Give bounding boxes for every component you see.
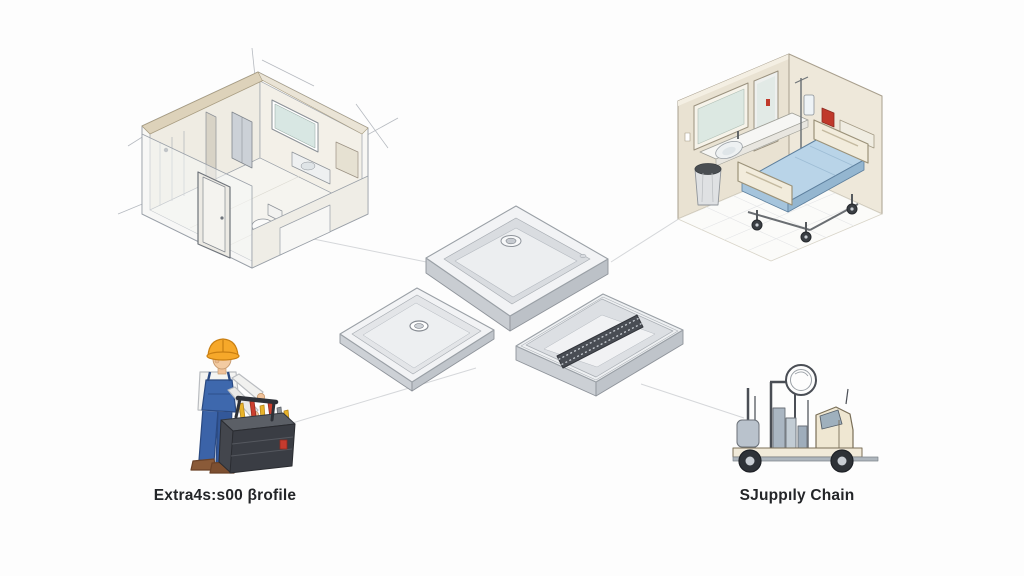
truck-cargo-slab-2 <box>785 417 797 451</box>
truck-undercarriage <box>732 456 879 462</box>
shower-tray-linear-drain-illustration <box>515 293 684 397</box>
shower-tray-flat-illustration <box>339 287 495 392</box>
truck-dial-inner <box>790 369 812 391</box>
trash-can-opening <box>694 163 722 175</box>
truck-cab-window <box>819 409 843 430</box>
mirror-glass <box>697 88 745 145</box>
red-dispenser-small <box>766 99 770 106</box>
truck-cargo-slab-3 <box>797 425 808 451</box>
sink-drain <box>722 146 736 156</box>
worker-overalls-bib <box>201 379 237 413</box>
pod-cabinet <box>335 141 359 179</box>
tray2-drain-hole <box>414 323 424 329</box>
light-switch <box>684 132 691 142</box>
tray1-drain-hole <box>505 237 517 245</box>
toolbox-handle <box>234 395 279 422</box>
label-supply-chain: SJuppıly Chain <box>739 487 855 504</box>
bed-wheels <box>751 194 858 243</box>
tray3-linear-drain-grate <box>556 314 644 369</box>
worker-leg-left <box>198 407 219 463</box>
pod-ceiling-band-right <box>257 71 369 135</box>
truck-wheels <box>738 449 854 473</box>
toolbox-latch-red <box>279 439 288 450</box>
sink-counter-edge <box>715 119 809 167</box>
hospital-left-wall-top <box>678 54 789 106</box>
pod-window-glass <box>274 103 316 149</box>
pod-sink-basin <box>300 161 316 171</box>
hospital-bed <box>737 119 869 243</box>
grate-perforation-row <box>558 317 639 360</box>
bathroom-pod-illustration <box>117 47 399 269</box>
bed-footboard <box>737 161 793 206</box>
worker-arm-upper <box>231 373 264 401</box>
iv-pole-icon <box>794 76 815 148</box>
toolbox-face-front <box>229 423 296 474</box>
grate-perforation-row-2 <box>561 323 642 366</box>
installer-worker-illustration <box>190 338 296 474</box>
pod-door-panel <box>202 176 226 253</box>
bed-headboard <box>813 119 869 164</box>
hardhat-brim <box>206 351 240 361</box>
tray3-rim-step <box>520 296 679 381</box>
truck-cargo-slab-1 <box>772 407 786 451</box>
wall-rail-panel <box>839 119 875 149</box>
connector-tray-to-truck <box>640 383 745 419</box>
pod-front-right-panel <box>279 204 331 256</box>
hospital-room-illustration <box>677 53 883 262</box>
door-handle-icon <box>220 216 224 220</box>
tray2-floor <box>362 302 471 369</box>
tray1-floor <box>454 227 578 298</box>
shower-tray-raised-illustration <box>425 205 609 332</box>
connector-worker-to-tray <box>288 367 477 425</box>
truck-antenna <box>845 388 849 405</box>
tray1-overflow-mark <box>579 253 587 259</box>
label-extrusion-profile: Extra4s:s00 βrofile <box>153 487 297 504</box>
truck-tank <box>736 419 760 448</box>
bed-mattress-side-right <box>787 159 865 213</box>
supply-truck-illustration <box>732 364 879 473</box>
sharps-container-red <box>821 107 835 128</box>
